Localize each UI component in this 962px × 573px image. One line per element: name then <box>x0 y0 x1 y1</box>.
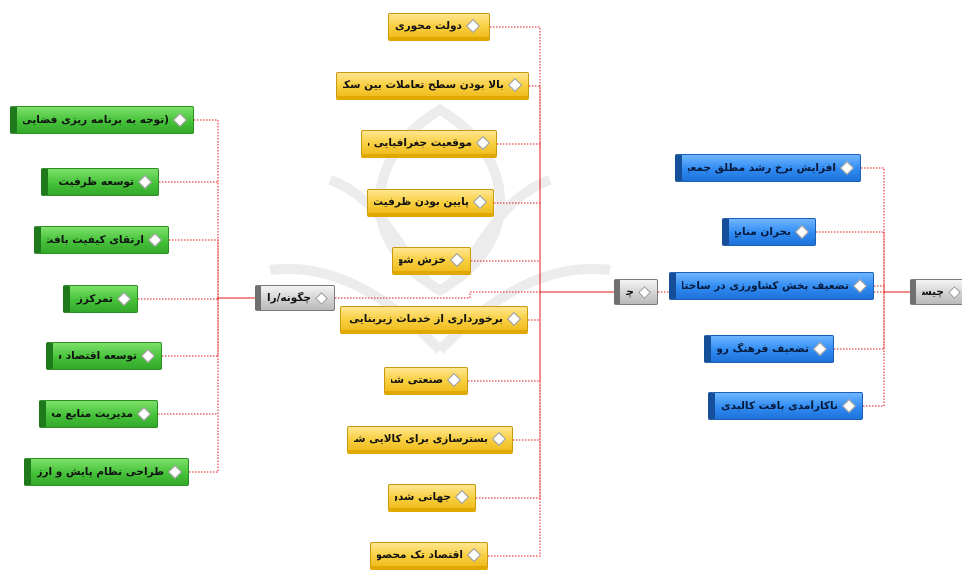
node-label: بالا بودن سطح تعاملات بین سکونتگاهی <box>343 78 504 91</box>
how-node[interactable]: چگونه/راهکار <box>255 285 335 311</box>
why-item[interactable]: جهانی شدن <box>388 484 476 512</box>
node-diamond-icon <box>839 160 855 176</box>
node-diamond-icon <box>638 285 651 299</box>
connector-line <box>194 119 255 299</box>
node-diamond-icon <box>446 372 462 387</box>
why-item[interactable]: دولت محوری <box>388 13 490 41</box>
node-label: دولت محوری <box>395 19 462 32</box>
node-label: چیست؟ <box>922 286 944 298</box>
connector-line <box>158 297 255 415</box>
node-diamond-icon <box>140 348 156 364</box>
node-diamond-icon <box>506 311 522 326</box>
node-label: چگونه/راهکار <box>267 292 311 304</box>
root-node[interactable]: چیست؟ <box>910 279 962 305</box>
node-label: جهانی شدن <box>395 490 451 503</box>
how-item[interactable]: (توجه به برنامه ریزی فضایی (سرزمینی <box>10 106 194 134</box>
connector-line <box>513 291 614 441</box>
what-item[interactable]: ناکارآمدی بافت کالبدی <box>708 392 863 420</box>
node-diamond-icon <box>852 278 868 294</box>
node-diamond-icon <box>167 464 183 480</box>
why-item[interactable]: خزش شهری <box>392 247 471 275</box>
how-item[interactable]: توسعه ظرفیت نهادی <box>41 168 159 196</box>
how-item[interactable]: طراحی نظام پایش و ارزشیابی <box>24 458 189 486</box>
node-diamond-icon <box>948 285 961 299</box>
node-label: پایین بودن ظرفیت نهادی <box>374 195 469 208</box>
why-item[interactable]: اقتصاد تک محصولی <box>370 542 488 570</box>
node-diamond-icon <box>507 77 523 92</box>
connector-line <box>490 26 614 293</box>
node-diamond-icon <box>812 341 828 357</box>
node-diamond-icon <box>116 291 132 307</box>
what-item[interactable]: افزایش نرخ رشد مطلق جمعیت روستایی <box>675 154 861 182</box>
connector-line <box>335 291 614 299</box>
connector-line <box>476 291 614 499</box>
node-label: تضعیف بخش کشاورزی در ساختار اقتصادی <box>682 280 849 292</box>
node-label: توسعه اقتصاد سبز <box>59 350 137 362</box>
node-diamond-icon <box>172 112 188 128</box>
node-label: مدیریت منابع محیطی <box>52 408 133 420</box>
what-item[interactable]: تضعیف فرهنگ روستایی <box>704 335 834 363</box>
connector-line <box>497 143 614 293</box>
how-item[interactable]: ارتقای کیفیت بافت کالبدی <box>34 226 169 254</box>
connector-line <box>529 85 614 293</box>
connector-line <box>488 291 614 557</box>
node-label: توسعه ظرفیت نهادی <box>54 176 134 188</box>
why-item[interactable]: پایین بودن ظرفیت نهادی <box>367 189 494 217</box>
connector-line <box>874 285 910 293</box>
what-item[interactable]: بحران منابع آبی <box>722 218 816 246</box>
why-item[interactable]: برخورداری از خدمات زیربنایی و رفاهی <box>340 306 528 334</box>
node-label: ناکارآمدی بافت کالبدی <box>721 400 838 412</box>
connector-line <box>169 239 255 299</box>
how-item[interactable]: مدیریت منابع محیطی <box>39 400 158 428</box>
node-label: طراحی نظام پایش و ارزشیابی <box>37 466 164 478</box>
node-label: چرا؟ <box>626 286 634 298</box>
node-diamond-icon <box>147 232 163 248</box>
connector-line <box>863 291 910 407</box>
node-diamond-icon <box>475 135 491 150</box>
why-item[interactable]: بالا بودن سطح تعاملات بین سکونتگاهی <box>336 72 529 100</box>
node-label: بسترسازی برای کالایی شدن روستا <box>354 432 488 445</box>
why-node[interactable]: چرا؟ <box>614 279 658 305</box>
node-label: اقتصاد تک محصولی <box>377 548 463 561</box>
node-diamond-icon <box>137 174 153 190</box>
connector-line <box>189 297 255 473</box>
node-label: تمرکززدایی <box>76 293 113 305</box>
node-label: صنعتی شدن <box>391 373 443 386</box>
node-diamond-icon <box>472 194 488 209</box>
node-diamond-icon <box>454 489 470 504</box>
node-diamond-icon <box>136 406 152 422</box>
what-item[interactable]: تضعیف بخش کشاورزی در ساختار اقتصادی <box>669 272 874 300</box>
connector-line <box>834 291 910 350</box>
connector-line <box>471 260 614 293</box>
why-item[interactable]: بسترسازی برای کالایی شدن روستا <box>347 426 513 454</box>
node-diamond-icon <box>794 224 810 240</box>
node-diamond-icon <box>315 291 328 305</box>
node-diamond-icon <box>466 547 482 562</box>
how-item[interactable]: توسعه اقتصاد سبز <box>46 342 162 370</box>
connector-line <box>528 291 614 321</box>
node-label: خزش شهری <box>399 253 446 266</box>
why-item[interactable]: موقعیت جغرافیایی مناسب <box>361 130 497 158</box>
node-diamond-icon <box>465 18 481 33</box>
connector-line <box>494 202 614 293</box>
node-label: ارتقای کیفیت بافت کالبدی <box>47 234 144 246</box>
node-label: موقعیت جغرافیایی مناسب <box>368 136 472 149</box>
node-label: برخورداری از خدمات زیربنایی و رفاهی <box>347 312 503 325</box>
node-label: تضعیف فرهنگ روستایی <box>717 343 809 355</box>
node-diamond-icon <box>841 398 856 414</box>
why-item[interactable]: صنعتی شدن <box>384 367 468 395</box>
node-label: افزایش نرخ رشد مطلق جمعیت روستایی <box>688 162 836 174</box>
node-diamond-icon <box>491 431 507 446</box>
node-diamond-icon <box>449 252 465 267</box>
connector-line <box>162 297 255 357</box>
how-item[interactable]: تمرکززدایی <box>63 285 138 313</box>
node-label: بحران منابع آبی <box>735 226 791 238</box>
node-label: (توجه به برنامه ریزی فضایی (سرزمینی <box>23 114 169 126</box>
